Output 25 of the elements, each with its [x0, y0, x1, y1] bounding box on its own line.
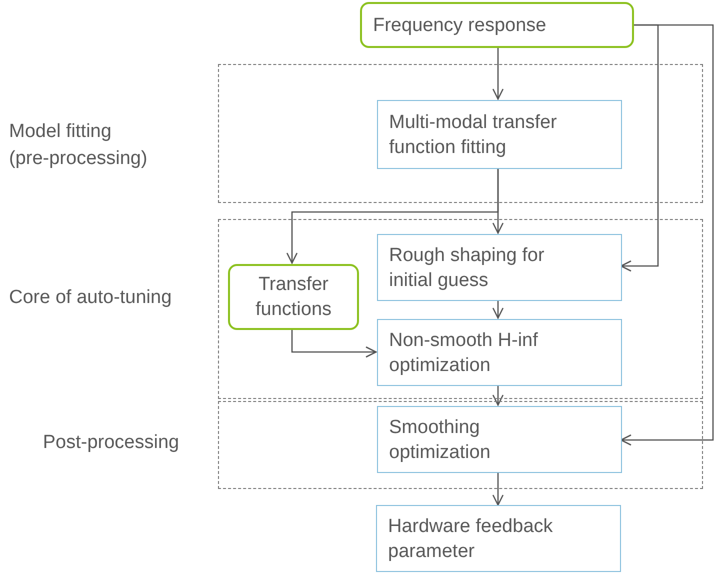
rounded-box [360, 2, 634, 48]
box-text: Smoothing optimization [388, 416, 492, 464]
box-text: Rough shaping for initial guess [388, 244, 546, 292]
box-text: Transfer functions [254, 273, 333, 322]
process-box [377, 319, 622, 386]
arrow [492, 300, 504, 319]
arrow [620, 24, 714, 446]
process-box [376, 505, 621, 572]
arrow [492, 385, 504, 406]
process-box [377, 234, 622, 301]
group-label: Model fitting (pre-processing) [9, 120, 148, 171]
rounded-box [228, 264, 359, 330]
arrow [291, 329, 377, 358]
box-text: Frequency response [372, 14, 548, 38]
arrow [286, 168, 499, 264]
box-text: Non-smooth H-inf optimization [388, 328, 539, 378]
group-label: Post-processing [42, 431, 180, 455]
group-label: Core of auto-tuning [9, 286, 173, 310]
box-text: Multi-modal transfer function fitting [388, 110, 558, 160]
box-text: Hardware feedback parameter [387, 514, 554, 564]
arrow [492, 48, 504, 100]
arrow [620, 24, 659, 272]
arrow [492, 472, 504, 506]
process-box [377, 100, 622, 169]
process-box [377, 406, 622, 473]
